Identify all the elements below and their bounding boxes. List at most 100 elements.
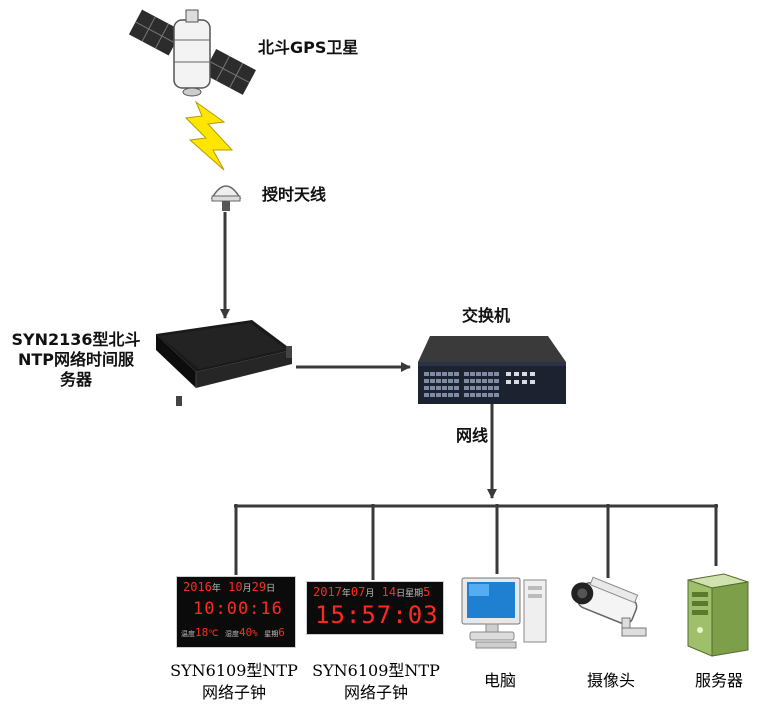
clock1-humid-label: 湿度: [224, 630, 239, 638]
switch-port: [530, 380, 535, 384]
clock2-label-line2: 网络子钟: [343, 683, 408, 702]
clock1-year: 2016: [183, 580, 212, 594]
server-tower-icon: [687, 573, 749, 657]
computer-label: 电脑: [483, 671, 516, 690]
clock1-month-unit: 月: [242, 584, 252, 594]
switch-port: [470, 386, 475, 390]
clock2-month-unit: 月: [365, 589, 375, 599]
switch-port: [488, 379, 493, 383]
clock1-temp-label: 温度: [181, 630, 195, 638]
switch-port: [488, 386, 493, 390]
switch-port: [494, 386, 499, 390]
cable-label: 网线: [456, 426, 489, 445]
clock1-day: 29: [251, 580, 267, 594]
clock2-month: 07: [350, 585, 366, 599]
clock2-week-label: 星期: [405, 589, 424, 599]
clock2-year-unit: 年: [341, 589, 351, 599]
clock1-week: 6: [278, 626, 285, 639]
switch-port: [482, 393, 487, 397]
clock2-display: 2017年07月 14日星期5 15:57:03: [306, 581, 444, 635]
switch-port: [442, 372, 447, 376]
switch-port: [436, 379, 441, 383]
switch-port: [448, 372, 453, 376]
clock2-week: 5: [423, 585, 431, 599]
switch-port: [470, 372, 475, 376]
ntp-server-label-line2: NTP网络时间服: [17, 350, 135, 369]
clock2-day: 14: [381, 585, 397, 599]
network-bus: [234, 504, 718, 580]
switch-port: [482, 386, 487, 390]
clock2-label-line1: SYN6109型NTP: [312, 661, 440, 680]
switch-port: [522, 372, 527, 376]
switch-port: [494, 393, 499, 397]
switch-port: [476, 393, 481, 397]
clock2-date: 2017年07月 14日星期5: [313, 585, 430, 599]
switch-port: [424, 386, 429, 390]
camera-label: 摄像头: [586, 671, 635, 690]
ntp-server-label-line3: 务器: [59, 370, 92, 389]
switch-port: [430, 393, 435, 397]
switch-port: [506, 380, 511, 384]
switch-port: [424, 372, 429, 376]
ntp-server-label-line1: SYN2136型北斗: [11, 330, 141, 349]
switch-port: [436, 372, 441, 376]
satellite-label: 北斗GPS卫星: [258, 38, 359, 57]
switch-port: [476, 372, 481, 376]
clock2-label: SYN6109型NTP 网络子钟: [288, 660, 464, 704]
switch-port: [514, 380, 519, 384]
switch-port: [494, 379, 499, 383]
switch-port: [464, 386, 469, 390]
clock1-label-line1: SYN6109型NTP: [170, 661, 298, 680]
switch-port: [488, 372, 493, 376]
switch-port: [470, 379, 475, 383]
switch-port: [514, 372, 519, 376]
switch-icon: [418, 336, 566, 404]
clock1-month: 10: [228, 580, 243, 594]
clock1-display: 2016年 10月29日 10:00:16 温度18℃ 湿度40% 星期6: [176, 576, 296, 648]
ntp-server-label: SYN2136型北斗 NTP网络时间服 务器: [0, 330, 152, 390]
clock2-time: 15:57:03: [315, 601, 439, 629]
clock2-day-unit: 日: [396, 589, 406, 599]
switch-port: [454, 372, 459, 376]
switch-port: [482, 379, 487, 383]
switch-port: [448, 393, 453, 397]
switch-port: [494, 372, 499, 376]
switch-port: [464, 379, 469, 383]
switch-port: [436, 386, 441, 390]
switch-port: [488, 393, 493, 397]
switch-port: [482, 372, 487, 376]
computer-icon: [461, 577, 547, 649]
clock1-date: 2016年 10月29日: [183, 580, 275, 594]
switch-port: [442, 379, 447, 383]
switch-port: [442, 386, 447, 390]
switch-port: [464, 393, 469, 397]
clock1-week-label: 星期: [264, 630, 279, 638]
antenna-label: 授时天线: [262, 185, 327, 204]
switch-port: [476, 379, 481, 383]
camera-icon: [571, 576, 647, 637]
switch-port: [454, 393, 459, 397]
switch-port: [442, 393, 447, 397]
switch-port: [454, 379, 459, 383]
switch-port: [476, 386, 481, 390]
clock1-humid: 40: [238, 626, 253, 639]
switch-port: [448, 386, 453, 390]
clock1-temp-unit: ℃: [208, 629, 219, 639]
clock1-temp: 18: [195, 626, 209, 639]
switch-port: [470, 393, 475, 397]
switch-port: [436, 393, 441, 397]
switch-port: [454, 386, 459, 390]
ntp-server-icon: [156, 320, 292, 406]
switch-port: [464, 372, 469, 376]
clock1-time: 10:00:16: [193, 599, 283, 619]
clock1-day-unit: 日: [266, 584, 276, 594]
signal-bolt-icon: [184, 100, 234, 171]
clock1-env: 温度18℃ 湿度40% 星期6: [181, 626, 285, 639]
switch-port: [430, 372, 435, 376]
clock1-year-unit: 年: [211, 584, 221, 594]
clock1-label: SYN6109型NTP 网络子钟: [146, 660, 322, 704]
switch-port: [424, 379, 429, 383]
switch-port: [530, 372, 535, 376]
server-label: 服务器: [694, 671, 743, 690]
